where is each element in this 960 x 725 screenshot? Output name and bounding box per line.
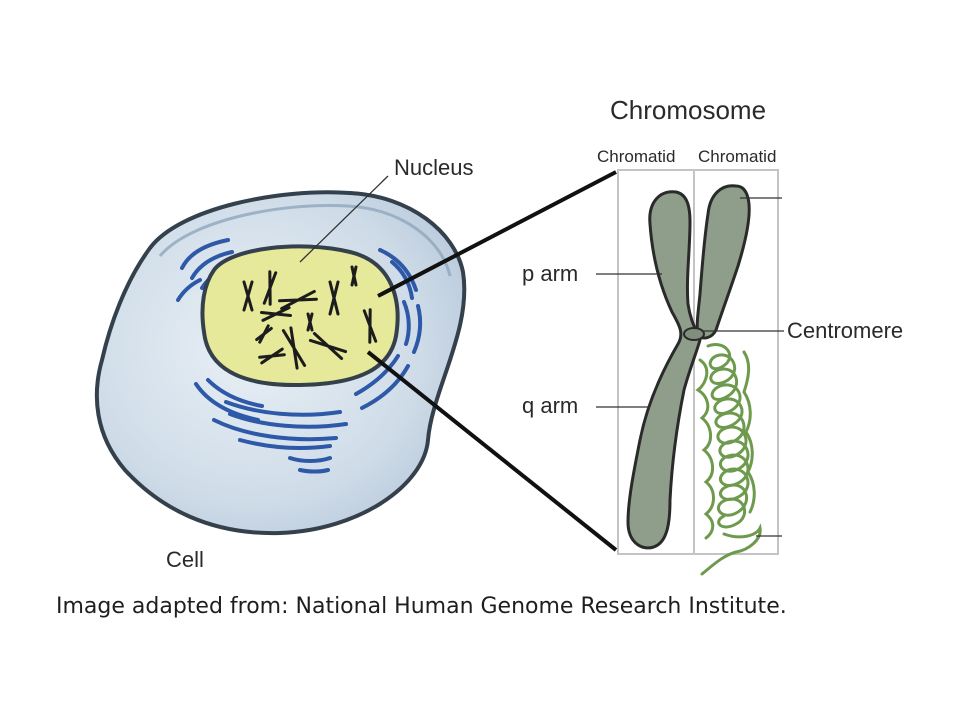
centromere-label: Centromere: [787, 318, 903, 343]
chromatid-left: [626, 190, 702, 550]
image-credit-caption: Image adapted from: National Human Genom…: [56, 594, 787, 619]
chromosome-title: Chromosome: [610, 95, 766, 125]
endoplasmic-reticulum: [176, 238, 423, 474]
cell-membrane-inner: [158, 203, 452, 277]
chromatid-right-label: Chromatid: [698, 147, 776, 166]
chromosome-leaders: [596, 197, 784, 537]
zoom-line-top: [377, 170, 617, 298]
nucleus-leader-line: [299, 175, 389, 263]
chromatid-left-label: Chromatid: [597, 147, 675, 166]
chromatid-right: [695, 184, 751, 340]
nucleus: [200, 244, 400, 388]
zoom-line-bottom: [366, 350, 618, 552]
chromatin-coil: [695, 343, 762, 576]
centromere: [683, 327, 705, 341]
nucleus-chromosomes: [242, 265, 378, 370]
cell-label: Cell: [166, 547, 204, 572]
q-arm-label: q arm: [522, 393, 578, 418]
p-arm-label: p arm: [522, 261, 578, 286]
nucleus-label: Nucleus: [394, 155, 473, 180]
